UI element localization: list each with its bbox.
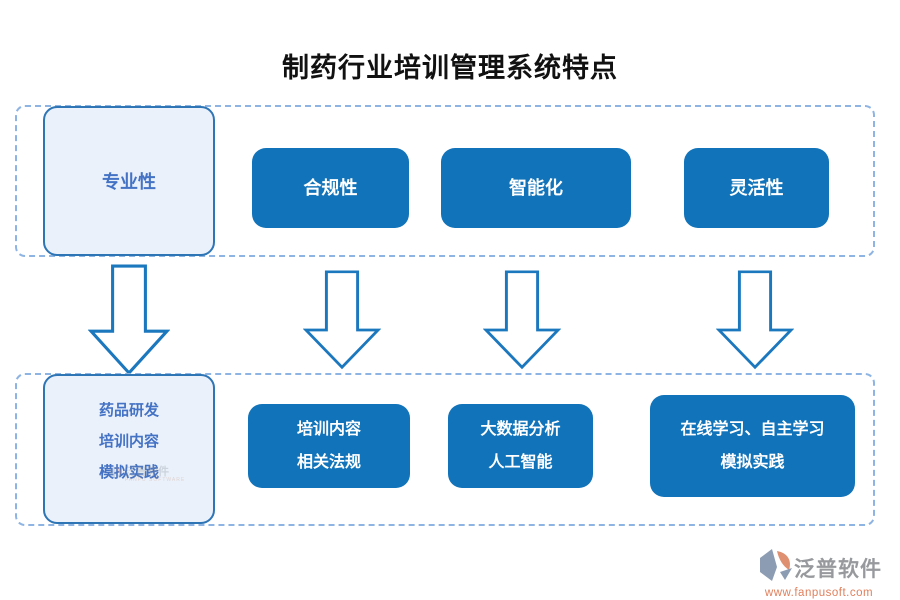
detail-line: 相关法规 — [296, 453, 361, 471]
detail-line: 模拟实践 — [98, 463, 159, 481]
feature-box-heguixing: 合规性 — [252, 148, 409, 228]
feature-box-zhuanyexing: 专业性 — [43, 106, 215, 256]
detail-box-zaixianxuexi: 在线学习、自主学习 模拟实践 — [650, 395, 855, 497]
brand-url: www.fanpusoft.com — [764, 587, 874, 599]
detail-line: 大数据分析 — [480, 420, 561, 438]
features-container — [15, 105, 875, 257]
detail-line: 在线学习、自主学习 — [680, 420, 825, 438]
feature-label: 合规性 — [303, 178, 358, 198]
feature-box-zhinenghua: 智能化 — [441, 148, 631, 228]
detail-box-yanfa: 药品研发 培训内容 模拟实践 — [43, 374, 215, 524]
feature-label: 智能化 — [509, 178, 563, 198]
feature-box-linghuoxing: 灵活性 — [684, 148, 829, 228]
feature-label: 专业性 — [102, 172, 156, 192]
details-container — [15, 373, 875, 526]
detail-box-dashuju: 大数据分析 人工智能 — [448, 404, 593, 488]
detail-line: 培训内容 — [98, 432, 159, 450]
down-arrow-icon — [88, 264, 170, 376]
detail-line: 模拟实践 — [720, 453, 785, 471]
down-arrow-icon — [303, 270, 381, 370]
detail-box-peixunneirong: 培训内容 相关法规 — [248, 404, 410, 488]
down-arrow-icon — [716, 270, 794, 370]
detail-line: 药品研发 — [98, 402, 159, 419]
brand-name: 泛普软件 — [794, 557, 882, 581]
footer-watermark: 泛普软件 www.fanpusoft.com — [746, 548, 892, 599]
page-title: 制药行业培训管理系统特点 — [282, 53, 618, 83]
detail-line: 培训内容 — [296, 420, 361, 438]
down-arrow-icon — [483, 270, 561, 370]
feature-label: 灵活性 — [729, 178, 784, 198]
fanpu-logo-icon — [756, 548, 792, 587]
detail-line: 人工智能 — [488, 453, 553, 471]
